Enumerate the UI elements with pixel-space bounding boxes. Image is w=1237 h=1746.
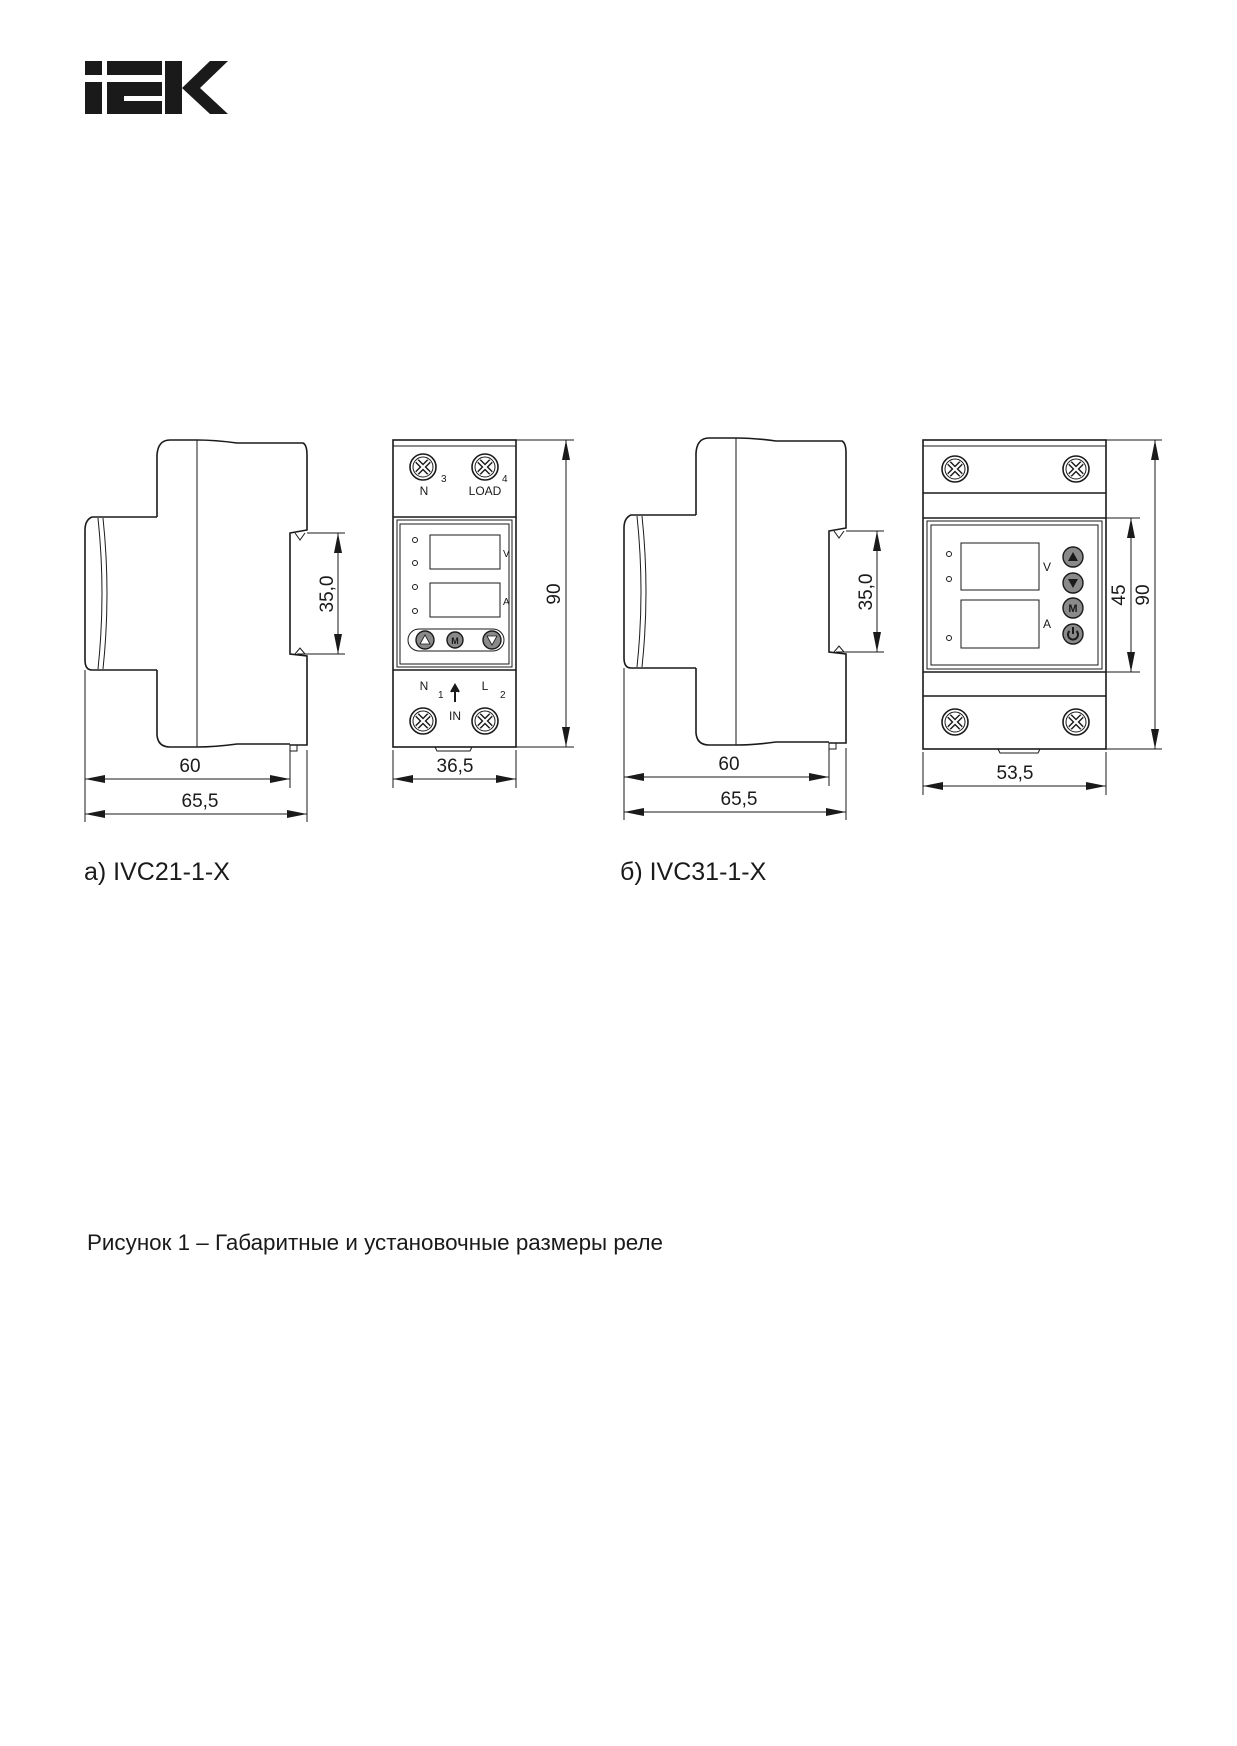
terminal-label-n-bottom: N [420,679,429,693]
unit-a: A [1043,617,1051,631]
dim-width: 53,5 [997,763,1034,784]
terminal-num-4: 4 [502,474,508,485]
figure-b-caption: б) IVC31-1-X [620,858,767,886]
terminal-num-2: 2 [500,690,506,701]
screw-terminal-4 [472,454,498,480]
screw-terminal [1063,709,1089,735]
screw-terminal [942,456,968,482]
triangle-down-icon [486,635,498,646]
dim-depth: 60 [718,754,739,775]
power-icon [1067,627,1079,641]
screw-terminal-3 [410,454,436,480]
unit-v: V [503,549,510,560]
terminal-num-1: 1 [438,690,444,701]
figure-a-side-view: 60 65,5 35,0 [84,439,345,822]
terminal-label-n-top: N [420,484,429,498]
dim-din-rail: 35,0 [317,576,338,613]
terminal-label-in: IN [449,709,461,723]
terminal-label-load: LOAD [469,484,502,498]
dim-din-rail: 35,0 [856,574,877,611]
screw-terminal-1 [410,708,436,734]
screw-terminal [1063,456,1089,482]
indicator-leds [412,537,418,614]
button-menu-label: M [451,636,459,646]
figure-b-side-view: 60 65,5 35,0 [623,437,884,820]
current-display [429,582,501,618]
button-menu [1062,597,1084,619]
indicator-leds [946,551,952,641]
terminal-label-l: L [482,679,489,693]
triangle-down-icon [1068,579,1078,588]
unit-a: A [503,597,510,608]
terminal-num-3: 3 [441,474,447,485]
dim-width: 36,5 [437,756,474,777]
iek-logo [85,61,228,114]
current-display [960,599,1040,649]
button-menu [446,631,464,649]
screw-terminal [942,709,968,735]
dim-panel-height: 45 [1109,584,1130,605]
dim-height: 90 [1133,584,1154,605]
figure-caption: Рисунок 1 – Габаритные и установочные ра… [87,1230,663,1255]
dim-height: 90 [544,583,565,604]
dim-depth: 60 [179,756,200,777]
unit-v: V [1043,560,1051,574]
voltage-display [429,534,501,570]
button-menu-label: M [1068,603,1077,615]
figure-a-caption: а) IVC21-1-X [84,858,230,886]
screw-terminal-2 [472,708,498,734]
dim-depth-total: 65,5 [182,791,219,812]
figure-a-front-view: N 3 LOAD 4 N 1 L 2 IN V A M 90 36,5 [392,439,574,788]
dim-depth-total: 65,5 [721,789,758,810]
figure-b-front-view: V A M 45 90 53,5 [922,439,1162,795]
triangle-up-icon [419,634,431,645]
triangle-up-icon [1068,552,1078,561]
voltage-display [960,542,1040,591]
arrow-up-icon [450,682,460,702]
